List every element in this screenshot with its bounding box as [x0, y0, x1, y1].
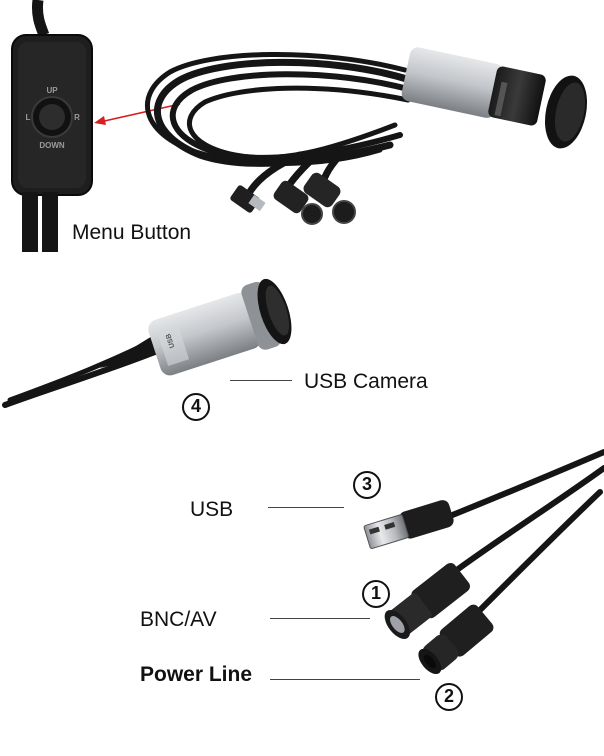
control-left-text: L: [26, 113, 31, 122]
bnc-av-label: BNC/AV: [140, 608, 217, 631]
usb-plug: [363, 500, 454, 549]
control-right-text: R: [74, 113, 80, 122]
callout-one: 1: [362, 580, 390, 608]
usb-camera-label: USB Camera: [304, 370, 428, 393]
control-box: [11, 0, 93, 252]
bnc-connector: [384, 562, 470, 639]
callout-two: 2: [435, 683, 463, 711]
bnc-av-leader: [270, 618, 370, 619]
power-connector: [418, 604, 494, 675]
callout-three: 3: [353, 471, 381, 499]
control-down-text: DOWN: [39, 141, 65, 150]
menu-button-label: Menu Button: [72, 221, 192, 244]
control-up-text: UP: [46, 86, 58, 95]
callout-four: 4: [182, 393, 210, 421]
svg-text:USB: USB: [165, 333, 176, 349]
control-box-bottom-cable-left: [22, 192, 38, 252]
camera-head: [401, 47, 588, 149]
menu-arrow: [94, 103, 181, 125]
control-box-top-cable: [32, 0, 50, 38]
usb-camera-leader: [230, 380, 292, 381]
usb-leader: [268, 507, 344, 508]
power-line-leader: [270, 679, 420, 680]
control-box-bottom-cable-right: [42, 192, 58, 252]
cable-bundle: [144, 52, 415, 199]
usb-camera-module: USB: [2, 278, 292, 408]
connector-cables: [437, 449, 604, 618]
power-line-label: Power Line: [140, 663, 253, 686]
bundle-plugs: [230, 172, 356, 225]
usb-label: USB: [190, 498, 234, 521]
